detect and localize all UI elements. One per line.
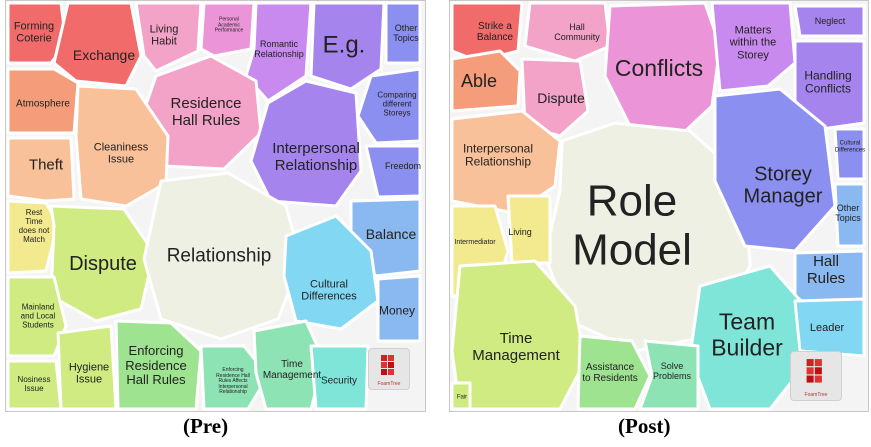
pre-cell-5[interactable] <box>309 1 386 91</box>
pre-cell-label: Relationship <box>166 245 272 267</box>
pre-cell-label: Nosiness Issue <box>17 375 51 393</box>
pre-cell-label: Time Management <box>262 358 322 381</box>
post-cell-label: Fair <box>456 394 468 401</box>
pre-cell-11[interactable] <box>249 79 363 208</box>
pre-cell-9[interactable] <box>356 67 422 145</box>
pre-cell-15[interactable] <box>49 204 156 323</box>
pre-cell-label: Enforcing Residence Hall Rules <box>125 343 187 388</box>
pre-cell-label: Dispute <box>69 252 137 275</box>
post-cell-label: Intermediator <box>454 239 496 247</box>
pre-cell-label: Other Topics <box>393 22 419 43</box>
post-cell-label: Interpersonal Relationship <box>462 141 534 169</box>
pre-cell-label: Cleaniness Issue <box>93 141 149 166</box>
post-cell-label: Dispute <box>537 90 585 107</box>
pre-cell-label: Security <box>320 375 358 387</box>
post-cell-5[interactable] <box>450 49 522 113</box>
post-cell-label: Solve Problems <box>652 360 692 381</box>
pre-cell-label: Freedom <box>384 160 422 171</box>
pre-cell-label: Interpersonal Relationship <box>272 140 360 174</box>
post-cell-13[interactable] <box>506 194 552 265</box>
post-cell-label: Team Builder <box>711 308 783 360</box>
post-cell-16[interactable] <box>450 259 587 411</box>
post-cell-label: Handling Conflicts <box>804 68 852 96</box>
pre-cell-label: Living Habit <box>149 23 179 48</box>
foamtree-logo-icon: FoamTree <box>790 351 842 401</box>
post-cells-layer <box>450 1 866 411</box>
post-cell-7[interactable] <box>793 39 866 131</box>
post-cell-label: Matters within the Storey <box>729 24 777 62</box>
pre-cell-label: Rest Time does not Match <box>18 208 50 244</box>
pre-cell-4[interactable] <box>244 1 313 103</box>
pre-cell-23[interactable] <box>6 359 63 411</box>
pre-cell-label: Hygiene Issue <box>68 361 110 386</box>
post-cell-label: Time Management <box>472 330 560 364</box>
pre-cell-12[interactable] <box>6 136 76 203</box>
pre-cell-label: Mainland and Local Students <box>20 302 56 330</box>
post-cell-11[interactable] <box>833 127 866 181</box>
pre-cell-label: Money <box>378 303 416 318</box>
pre-cell-13[interactable] <box>364 144 422 199</box>
pre-cell-20[interactable] <box>376 274 422 343</box>
post-cell-label: Hall Rules <box>806 253 846 287</box>
post-cell-label: Neglect <box>814 15 846 26</box>
pre-cell-26[interactable] <box>309 344 370 411</box>
pre-cell-label: Atmosphere <box>16 98 70 110</box>
pre-cell-label: Cultural Differences <box>301 278 357 303</box>
pre-cell-label: Residence Hall Rules <box>170 95 242 129</box>
pre-cell-16[interactable] <box>142 171 303 341</box>
pre-cell-21[interactable] <box>114 319 203 411</box>
post-cell-label: Able <box>460 70 498 91</box>
pre-cell-18[interactable] <box>282 214 380 331</box>
pre-cell-label: Theft <box>28 156 64 174</box>
pre-cell-label: E.g. <box>322 31 366 59</box>
post-cell-label: Storey Manager <box>743 163 823 208</box>
pre-cell-3[interactable] <box>199 1 256 58</box>
post-cell-8[interactable] <box>450 109 562 215</box>
post-cell-label: Hall Community <box>554 21 600 42</box>
pre-cells-layer <box>6 1 422 411</box>
post-cell-14[interactable] <box>833 182 866 248</box>
pre-cell-1[interactable] <box>52 1 143 88</box>
pre-cell-label: Personal Academic Performance <box>214 16 244 34</box>
post-cell-21[interactable] <box>450 381 472 411</box>
post-cell-20[interactable] <box>793 297 866 358</box>
post-cell-label: Strike a Balance <box>476 20 514 43</box>
post-cell-label: Conflicts <box>614 55 704 82</box>
post-caption: (Post) <box>618 414 671 438</box>
post-cell-1[interactable] <box>523 1 612 63</box>
post-cell-label: Leader <box>809 321 845 334</box>
pre-cell-10[interactable] <box>74 84 170 208</box>
pre-cell-label: Balance <box>365 226 417 243</box>
post-cell-label: Cultural Differences <box>834 140 866 153</box>
pre-cell-22[interactable] <box>56 324 118 411</box>
foamtree-logo-text: FoamTree <box>377 381 401 387</box>
post-cell-2[interactable] <box>603 1 722 138</box>
post-cell-19[interactable] <box>638 339 700 411</box>
post-cell-label: Role Model <box>572 176 692 275</box>
post-cell-label: Living <box>508 226 532 237</box>
pre-cell-24[interactable] <box>199 344 270 411</box>
pre-cell-label: Forming Coterie <box>13 20 55 45</box>
pre-cell-label: Enforcing Residence Hall Rules Affects I… <box>216 367 250 396</box>
pre-cell-label: Comparing different Storeys <box>377 90 417 118</box>
pre-cell-25[interactable] <box>252 319 326 411</box>
post-cell-label: Assistance to Residents <box>582 361 638 384</box>
post-cell-4[interactable] <box>793 4 866 38</box>
post-cell-18[interactable] <box>576 334 652 411</box>
pre-cell-2[interactable] <box>134 1 203 73</box>
pre-cell-label: Exchange <box>72 47 136 64</box>
pre-caption: (Pre) <box>183 414 229 438</box>
post-cell-label: Other Topics <box>835 202 861 223</box>
pre-cell-label: Romantic Relationship <box>254 38 304 59</box>
foamtree-logo-text: FoamTree <box>804 392 828 398</box>
post-cell-3[interactable] <box>710 1 797 93</box>
post-cell-10[interactable] <box>713 87 837 253</box>
pre-cell-6[interactable] <box>384 1 422 65</box>
foamtree-logo-icon: FoamTree <box>368 348 410 390</box>
